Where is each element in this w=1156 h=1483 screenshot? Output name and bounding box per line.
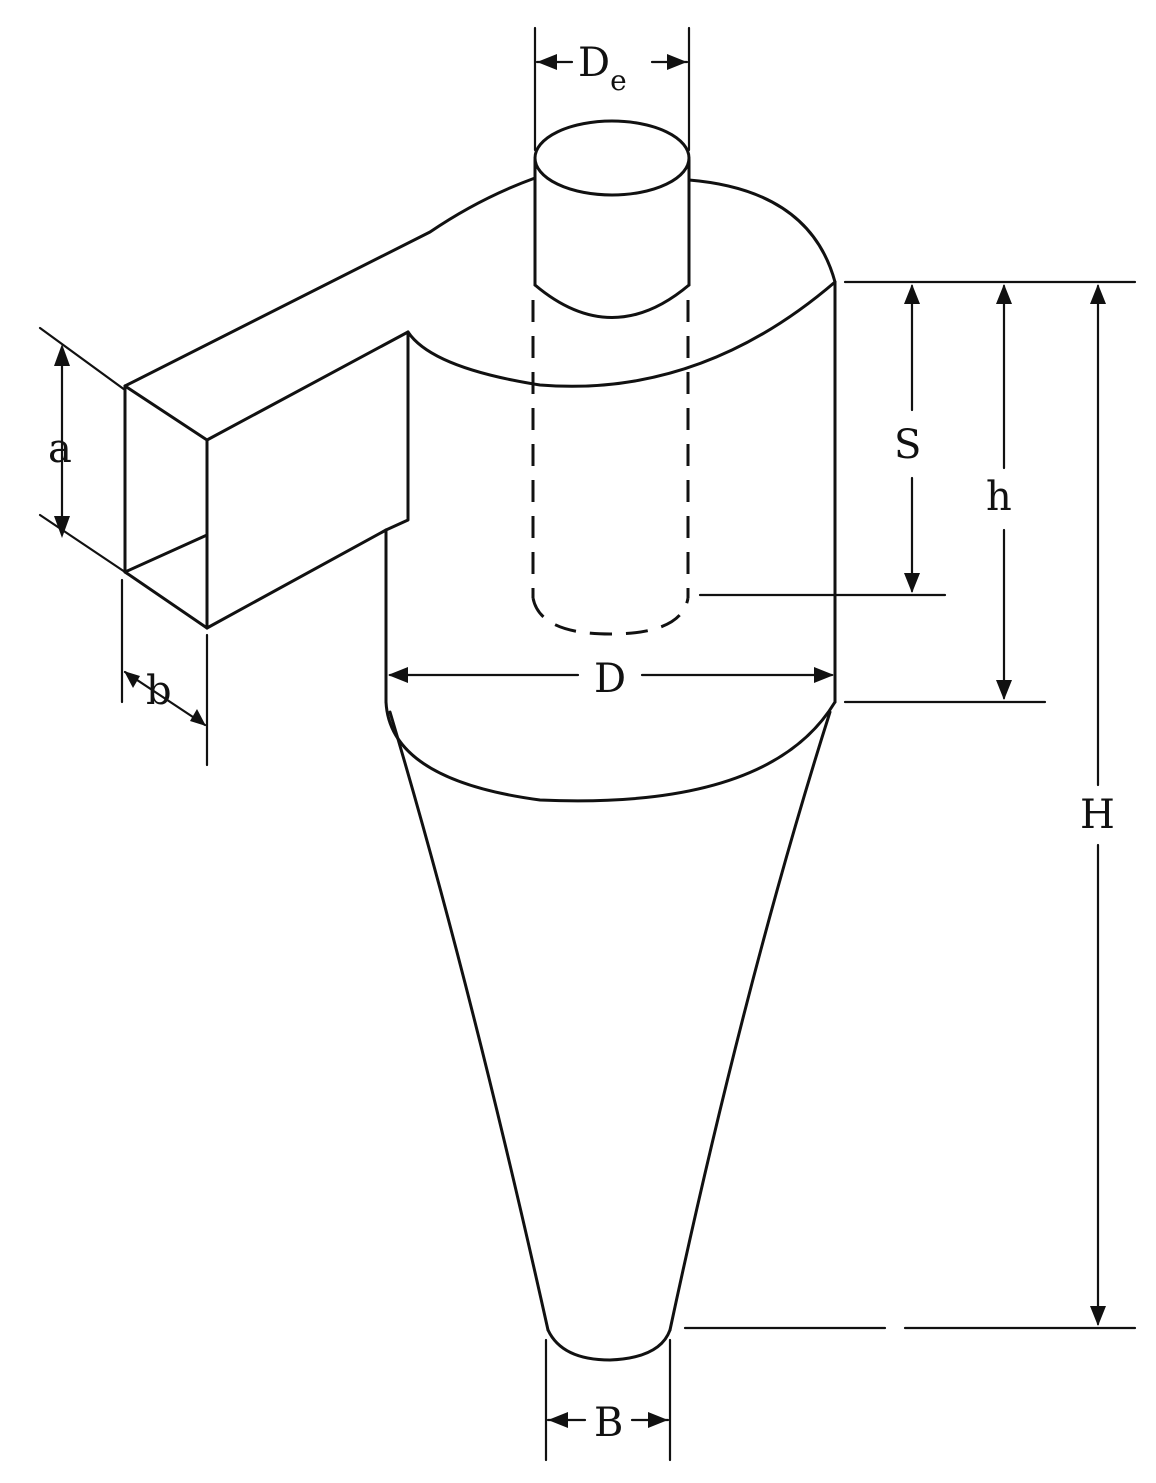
label-B: B xyxy=(594,1400,623,1446)
label-b: b xyxy=(146,668,172,714)
cylinder-body xyxy=(123,176,837,803)
dimension-d: D xyxy=(388,656,834,702)
inlet-duct xyxy=(123,330,410,630)
outlet-pipe xyxy=(533,119,691,319)
label-d: D xyxy=(594,656,626,702)
vortex-finder-hidden xyxy=(531,300,690,636)
dimension-a: a xyxy=(38,326,127,574)
dimension-s: S xyxy=(698,280,1137,597)
label-h: h xyxy=(986,474,1012,520)
label-s: S xyxy=(894,422,921,468)
label-de: De xyxy=(578,40,627,97)
dimension-h-upper: H xyxy=(683,284,1137,1330)
cone-section xyxy=(388,710,832,1362)
dimension-de: De xyxy=(533,26,691,152)
label-a: a xyxy=(48,426,72,472)
label-H: H xyxy=(1080,792,1115,838)
dimension-b-outlet: B xyxy=(544,1338,672,1462)
dimension-h-lower: h xyxy=(843,284,1047,704)
dimension-b: b xyxy=(120,578,209,767)
